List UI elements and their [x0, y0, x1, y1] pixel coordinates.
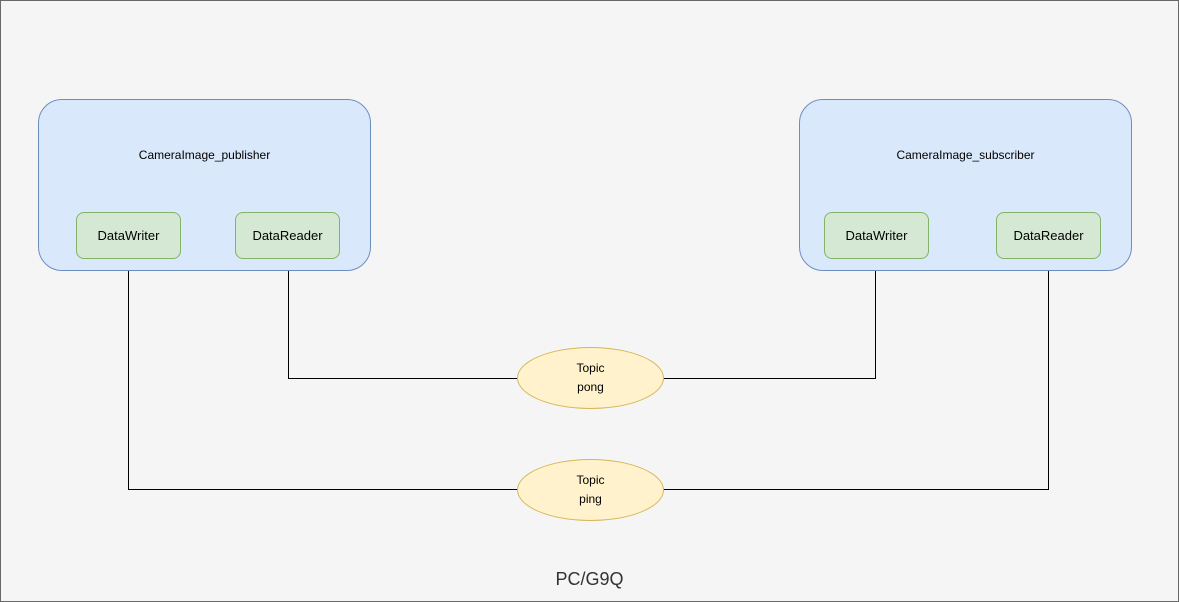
host-label: PC/G9Q: [555, 569, 624, 589]
subscriber-title: CameraImage_subscriber: [896, 148, 1035, 162]
publisher-datawriter-box: DataWriter: [76, 212, 181, 259]
topic-ping-ellipse: Topic ping: [517, 459, 664, 521]
edge-publisher-datawriter-vertical: [128, 257, 129, 489]
topic-ping-label-line2: ping: [579, 492, 602, 506]
topic-ping-label-line1: Topic: [576, 473, 605, 487]
publisher-title: CameraImage_publisher: [138, 148, 271, 162]
node-cameraimage-publisher: CameraImage_publisher DataWriter DataRea…: [38, 99, 371, 271]
subscriber-datawriter-box: DataWriter: [824, 212, 929, 259]
edge-publisher-datareader-vertical: [288, 257, 289, 378]
subscriber-datareader-box: DataReader: [996, 212, 1101, 259]
topic-pong-ellipse: Topic pong: [517, 347, 664, 409]
node-cameraimage-subscriber: CameraImage_subscriber DataWriter DataRe…: [799, 99, 1132, 271]
topic-pong-label-line1: Topic: [576, 361, 605, 375]
topic-pong-label-line2: pong: [577, 380, 604, 394]
publisher-datareader-box: DataReader: [235, 212, 340, 259]
edge-subscriber-datawriter-vertical: [875, 257, 876, 378]
edge-subscriber-datareader-vertical: [1048, 257, 1049, 489]
